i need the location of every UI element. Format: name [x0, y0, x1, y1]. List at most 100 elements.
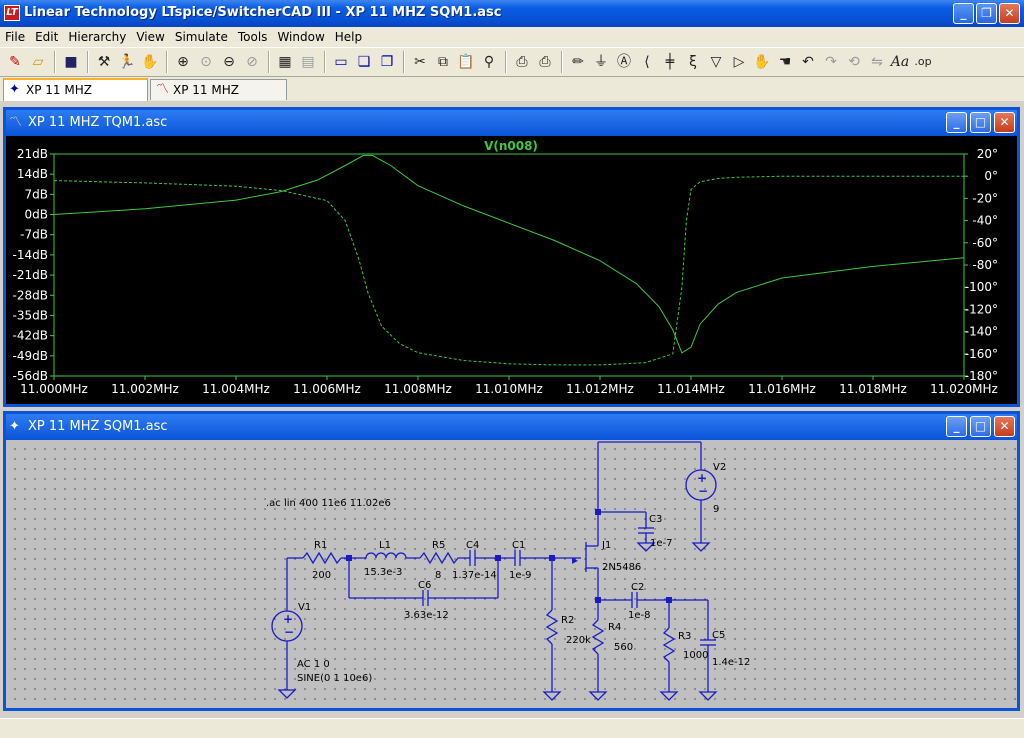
r5-symbol[interactable] — [419, 551, 466, 565]
c5-ref[interactable]: C5 — [712, 630, 725, 641]
menu-edit[interactable]: Edit — [35, 30, 59, 44]
ground-icon[interactable]: ⏚ — [594, 54, 608, 70]
v1-ref[interactable]: V1 — [298, 602, 311, 613]
tab-sqm1[interactable]: ✦ XP 11 MHZ SQM1.asc — [3, 78, 148, 117]
r3-ref[interactable]: R3 — [678, 631, 691, 642]
drag-icon[interactable]: ☚ — [778, 54, 792, 70]
autoscale-icon[interactable]: ▦ — [278, 54, 292, 70]
close-all-icon[interactable]: ❐ — [380, 54, 394, 70]
c6-value[interactable]: 3.63e-12 — [404, 610, 449, 621]
r5-ref[interactable]: R5 — [432, 540, 445, 551]
print-setup-icon[interactable]: ⎙ — [516, 54, 528, 70]
menu-hierarchy[interactable]: Hierarchy — [68, 30, 127, 44]
menu-view[interactable]: View — [136, 30, 165, 44]
wire-icon[interactable]: ✏ — [572, 54, 584, 70]
schematic-canvas[interactable]: + − + − ▸ .ac lin 400 11e6 11. — [6, 440, 1017, 708]
r4-value[interactable]: 560 — [614, 642, 633, 653]
text-icon[interactable]: Aa — [890, 54, 910, 70]
app-title-bar[interactable]: LT Linear Technology LTspice/SwitcherCAD… — [0, 0, 1024, 27]
c4-value[interactable]: 1.37e-14 — [452, 570, 497, 581]
c5-value[interactable]: 1.4e-12 — [712, 657, 750, 668]
undo-icon[interactable]: ↶ — [802, 54, 814, 70]
diode-icon[interactable]: ▽ — [710, 54, 722, 70]
l1-symbol[interactable] — [349, 552, 420, 559]
c1-value[interactable]: 1e-9 — [509, 570, 532, 581]
c3-value[interactable]: 1e-7 — [650, 538, 673, 549]
waveform-chart[interactable]: 21dB14dB7dB0dB-7dB-14dB-21dB-28dB-35dB-4… — [6, 136, 1017, 404]
v1-sine[interactable]: SINE(0 1 10e6) — [297, 673, 372, 684]
c3-ref[interactable]: C3 — [649, 514, 662, 525]
r2-ref[interactable]: R2 — [561, 615, 574, 626]
j1-value[interactable]: 2N5486 — [602, 562, 641, 573]
schematic-drawing[interactable]: + − + − ▸ .ac lin 400 11e6 11. — [6, 440, 1017, 708]
menu-window[interactable]: Window — [277, 30, 325, 44]
r1-ref[interactable]: R1 — [314, 540, 327, 551]
v2-value[interactable]: 9 — [713, 504, 719, 515]
find-icon[interactable]: ⚲ — [483, 54, 495, 70]
j1-ref[interactable]: J1 — [601, 540, 611, 551]
save-icon[interactable]: ■ — [64, 54, 78, 70]
spice-directive-icon[interactable]: .op — [914, 55, 932, 68]
series-magnitude-line[interactable] — [53, 154, 965, 354]
cut-icon[interactable]: ✂ — [414, 54, 426, 70]
minimize-button[interactable]: _ — [953, 3, 974, 24]
schematic-maximize-button[interactable]: □ — [970, 416, 991, 437]
r2-value[interactable]: 220k — [566, 635, 591, 646]
paste-icon[interactable]: 📋 — [457, 54, 475, 70]
control-panel-icon[interactable]: ⚒ — [97, 54, 111, 70]
r4-ref[interactable]: R4 — [608, 622, 621, 633]
r4-symbol[interactable] — [591, 619, 605, 655]
close-button[interactable]: ✕ — [999, 3, 1020, 24]
plot-minimize-button[interactable]: _ — [946, 112, 967, 133]
zoom-out-icon[interactable]: ⊖ — [223, 54, 235, 70]
plot-maximize-button[interactable]: □ — [970, 112, 991, 133]
c4-ref[interactable]: C4 — [466, 540, 479, 551]
label-icon[interactable]: Ⓐ — [617, 54, 631, 70]
move-icon[interactable]: ✋ — [753, 54, 771, 70]
r2-symbol[interactable] — [545, 609, 559, 645]
copy-icon[interactable]: ⧉ — [438, 54, 448, 70]
l1-ref[interactable]: L1 — [379, 540, 391, 551]
c6-ref[interactable]: C6 — [418, 580, 431, 591]
component-icon[interactable]: ▷ — [733, 54, 745, 70]
schematic-window-title-bar[interactable]: ✦ XP 11 MHZ SQM1.asc _ □ ✕ — [6, 414, 1017, 440]
zoom-fit-icon[interactable]: ⊘ — [246, 54, 258, 70]
menu-file[interactable]: File — [5, 30, 26, 44]
cascade-icon[interactable]: ❏ — [357, 54, 371, 70]
run-icon[interactable]: 🏃 — [118, 54, 136, 70]
spice-directive[interactable]: .ac lin 400 11e6 11.02e6 — [266, 498, 391, 509]
plot-window-title-bar[interactable]: 〽 XP 11 MHZ TQM1.asc _ □ ✕ — [6, 110, 1017, 136]
resistor-icon[interactable]: ⟨ — [644, 54, 650, 70]
redo-icon[interactable]: ↷ — [825, 54, 837, 70]
schematic-minimize-button[interactable]: _ — [946, 416, 967, 437]
zoom-in-icon[interactable]: ⊕ — [177, 54, 189, 70]
r3-value[interactable]: 1000 — [683, 650, 708, 661]
tile-horizontal-icon[interactable]: ▭ — [334, 54, 348, 70]
r1-symbol[interactable] — [302, 551, 342, 565]
menu-simulate[interactable]: Simulate — [174, 30, 228, 44]
menu-tools[interactable]: Tools — [237, 30, 268, 44]
new-schematic-icon[interactable]: ✎ — [9, 54, 21, 70]
open-icon[interactable]: ▱ — [32, 54, 44, 70]
mirror-icon[interactable]: ⇋ — [871, 54, 883, 70]
inductor-icon[interactable]: ξ — [689, 54, 697, 70]
r3-symbol[interactable] — [662, 627, 676, 663]
menu-help[interactable]: Help — [334, 30, 363, 44]
tab-tqm1[interactable]: 〽 XP 11 MHZ TQM1.asc — [150, 79, 287, 117]
halt-icon[interactable]: ✋ — [141, 54, 159, 70]
r5-value[interactable]: 8 — [435, 570, 441, 581]
print-icon[interactable]: ⎙ — [539, 54, 551, 70]
c2-value[interactable]: 1e-8 — [628, 610, 651, 621]
trace-label[interactable]: V(n008) — [484, 139, 538, 153]
schematic-close-button[interactable]: ✕ — [994, 416, 1015, 437]
zoom-pan-icon[interactable]: ⊙ — [200, 54, 212, 70]
v1-value[interactable]: AC 1 0 — [297, 659, 330, 670]
v2-ref[interactable]: V2 — [713, 462, 726, 473]
plot-close-button[interactable]: ✕ — [994, 112, 1015, 133]
grid-icon[interactable]: ▤ — [301, 54, 315, 70]
c1-ref[interactable]: C1 — [512, 540, 525, 551]
r1-value[interactable]: 200 — [312, 570, 331, 581]
c2-ref[interactable]: C2 — [631, 582, 644, 593]
restore-button[interactable]: ❐ — [976, 3, 997, 24]
